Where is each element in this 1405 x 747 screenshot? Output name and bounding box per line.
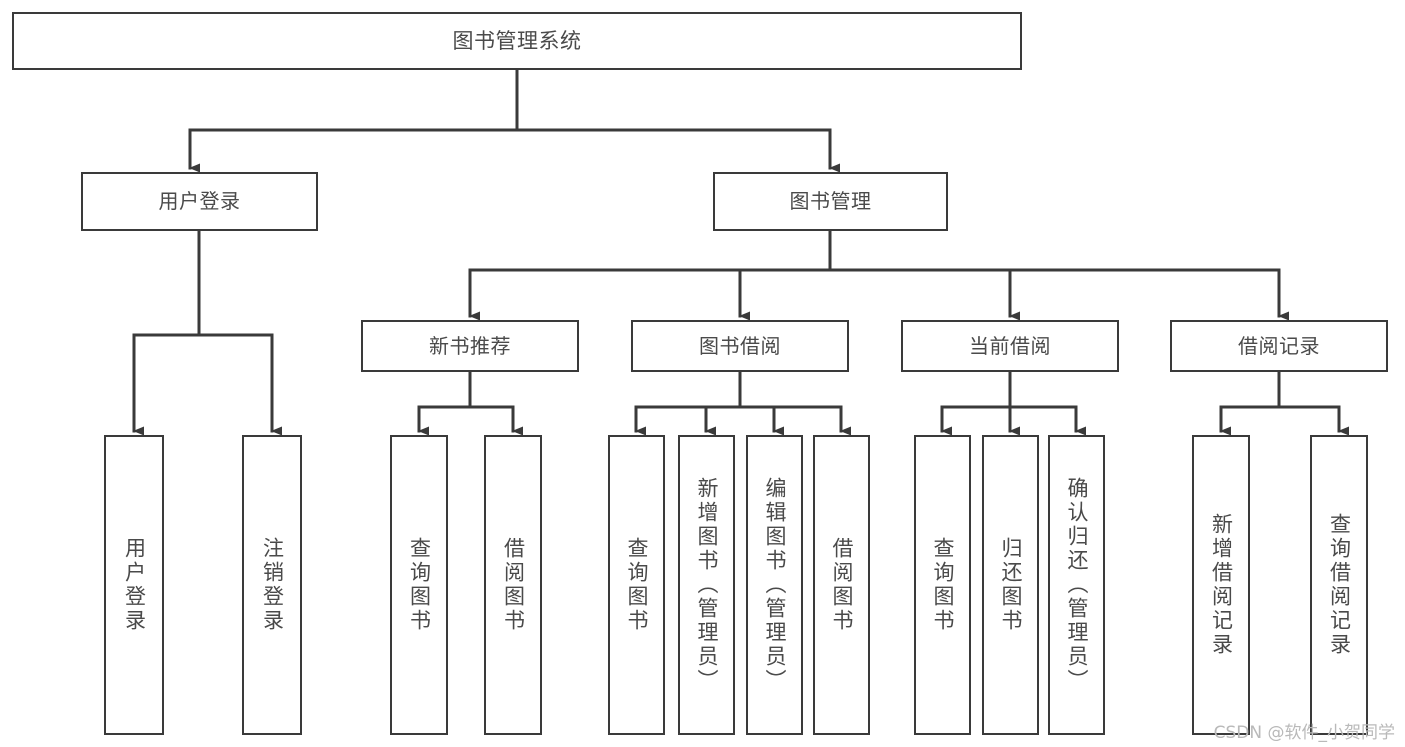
node-current-borrow[interactable]: 当前借阅: [901, 320, 1119, 372]
node-label: 查询图书: [931, 537, 955, 633]
node-label: 用户登录: [122, 537, 147, 633]
node-book-management-system[interactable]: 图书管理系统: [12, 12, 1022, 70]
node-label: 图书借阅: [699, 333, 781, 358]
node-leaf-query-book-1[interactable]: 查询图书: [390, 435, 448, 735]
node-leaf-edit-book-admin[interactable]: 编辑图书（管理员）: [746, 435, 803, 735]
node-leaf-borrow-book-1[interactable]: 借阅图书: [484, 435, 542, 735]
node-label: 图书管理: [789, 189, 872, 213]
node-leaf-logout[interactable]: 注销登录: [242, 435, 302, 735]
node-leaf-add-borrow-record[interactable]: 新增借阅记录: [1192, 435, 1250, 735]
node-label: 图书管理系统: [452, 28, 582, 53]
node-leaf-query-book-3[interactable]: 查询图书: [914, 435, 971, 735]
node-label: 借阅图书: [501, 537, 526, 633]
node-user-login[interactable]: 用户登录: [81, 172, 318, 231]
node-book-borrow[interactable]: 图书借阅: [631, 320, 849, 372]
node-label: 注销登录: [260, 537, 285, 633]
node-leaf-return-book[interactable]: 归还图书: [982, 435, 1039, 735]
node-label: 用户登录: [158, 189, 241, 213]
node-label: 确认归还（管理员）: [1065, 477, 1089, 693]
node-label: 查询借阅记录: [1327, 513, 1352, 657]
node-label: 借阅图书: [830, 537, 854, 633]
node-leaf-user-login[interactable]: 用户登录: [104, 435, 164, 735]
node-borrow-record[interactable]: 借阅记录: [1170, 320, 1388, 372]
node-label: 编辑图书（管理员）: [763, 477, 787, 693]
node-leaf-query-book-2[interactable]: 查询图书: [608, 435, 665, 735]
node-leaf-confirm-return-admin[interactable]: 确认归还（管理员）: [1048, 435, 1105, 735]
node-label: 新书推荐: [429, 333, 511, 358]
node-label: 新增借阅记录: [1209, 513, 1234, 657]
node-book-management[interactable]: 图书管理: [713, 172, 948, 231]
node-label: 查询图书: [407, 537, 432, 633]
node-leaf-query-borrow-record[interactable]: 查询借阅记录: [1310, 435, 1368, 735]
node-label: 当前借阅: [969, 333, 1051, 358]
node-leaf-add-book-admin[interactable]: 新增图书（管理员）: [678, 435, 735, 735]
node-leaf-borrow-book-2[interactable]: 借阅图书: [813, 435, 870, 735]
node-label: 归还图书: [999, 537, 1023, 633]
node-label: 借阅记录: [1238, 333, 1320, 358]
node-label: 查询图书: [625, 537, 649, 633]
watermark: CSDN @软件_小贺同学: [1213, 723, 1395, 743]
node-new-book-recommend[interactable]: 新书推荐: [361, 320, 579, 372]
node-label: 新增图书（管理员）: [695, 477, 719, 693]
